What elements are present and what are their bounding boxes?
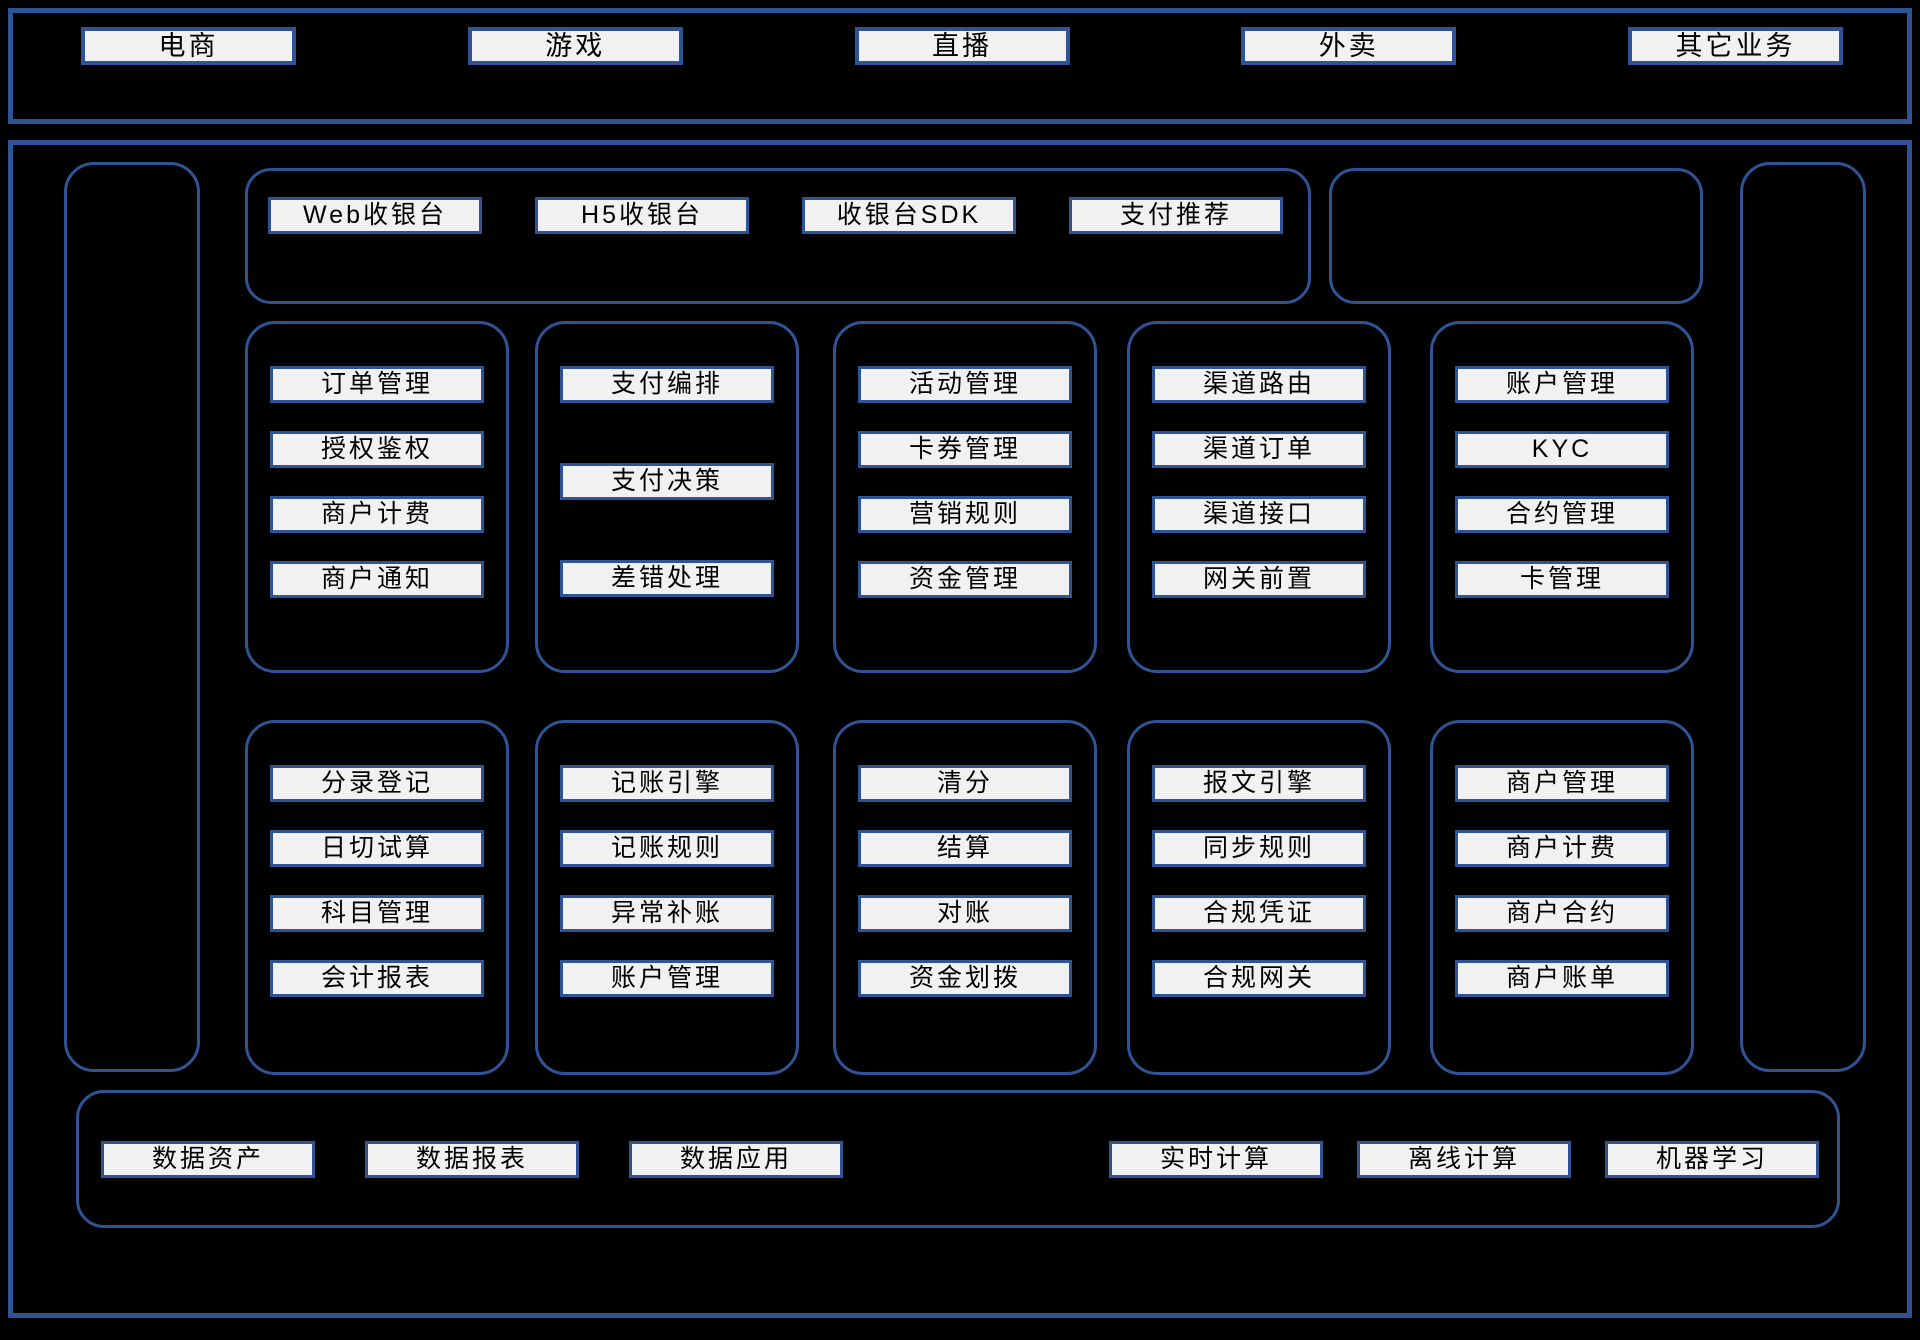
module-chip-fund-management: 资金管理 (858, 561, 1072, 598)
module-chip-reconciliation: 对账 (858, 895, 1072, 932)
module-chip-order-management: 订单管理 (270, 366, 484, 403)
module-chip-card-management: 卡管理 (1455, 561, 1669, 598)
module-chip-day-cut-trial: 日切试算 (270, 830, 484, 867)
module-chip-bookkeeping-engine: 记账引擎 (560, 765, 774, 802)
module-chip-message-engine: 报文引擎 (1152, 765, 1366, 802)
module-chip-merchant-bill: 商户账单 (1455, 960, 1669, 997)
data-chip-realtime-compute: 实时计算 (1109, 1140, 1323, 1178)
module-chip-channel-order: 渠道订单 (1152, 431, 1366, 468)
module-chip-merchant-management: 商户管理 (1455, 765, 1669, 802)
business-chip-other: 其它业务 (1628, 27, 1843, 65)
panel-marketing: 活动管理 卡券管理 营销规则 资金管理 (833, 321, 1097, 673)
module-chip-error-handling: 差错处理 (560, 560, 774, 597)
panel-channel: 渠道路由 渠道订单 渠道接口 网关前置 (1127, 321, 1391, 673)
module-chip-accounting-report: 会计报表 (270, 960, 484, 997)
module-chip-coupon-management: 卡券管理 (858, 431, 1072, 468)
panel-empty-top-right (1329, 168, 1703, 304)
module-chip-account-management: 账户管理 (1455, 366, 1669, 403)
module-chip-sync-rules: 同步规则 (1152, 830, 1366, 867)
module-chip-entry-registration: 分录登记 (270, 765, 484, 802)
module-chip-fund-transfer: 资金划拨 (858, 960, 1072, 997)
module-chip-clearing: 清分 (858, 765, 1072, 802)
module-chip-marketing-rules: 营销规则 (858, 496, 1072, 533)
module-chip-channel-routing: 渠道路由 (1152, 366, 1366, 403)
panel-clearing-settlement: 清分 结算 对账 资金划拨 (833, 720, 1097, 1075)
module-chip-auth: 授权鉴权 (270, 431, 484, 468)
data-chip-data-assets: 数据资产 (101, 1140, 315, 1178)
data-platform-right-group: 实时计算 离线计算 机器学习 (1109, 1140, 1819, 1178)
module-chip-merchant-notify: 商户通知 (270, 561, 484, 598)
panel-accounting: 分录登记 日切试算 科目管理 会计报表 (245, 720, 509, 1075)
panel-data-platform: 数据资产 数据报表 数据应用 实时计算 离线计算 机器学习 (76, 1090, 1840, 1228)
platform-frame: Web收银台 H5收银台 收银台SDK 支付推荐 订单管理 授权鉴权 商户计费 … (8, 140, 1912, 1318)
business-chip-ecommerce: 电商 (81, 27, 296, 65)
business-chip-gaming: 游戏 (467, 27, 683, 65)
panel-account-kyc: 账户管理 KYC 合约管理 卡管理 (1430, 321, 1694, 673)
cashier-chip-h5: H5收银台 (535, 197, 749, 234)
panel-merchant: 商户管理 商户计费 商户合约 商户账单 (1430, 720, 1694, 1075)
data-chip-machine-learning: 机器学习 (1605, 1140, 1819, 1178)
module-chip-channel-interface: 渠道接口 (1152, 496, 1366, 533)
cashier-chip-recommend: 支付推荐 (1069, 197, 1283, 234)
module-chip-subject-management: 科目管理 (270, 895, 484, 932)
module-chip-bookkeeping-rules: 记账规则 (560, 830, 774, 867)
cashier-chip-web: Web收银台 (268, 197, 482, 234)
data-platform-left-group: 数据资产 数据报表 数据应用 (101, 1140, 843, 1178)
module-chip-account-management-2: 账户管理 (560, 960, 774, 997)
panel-payment-orchestration: 支付编排 支付决策 差错处理 (535, 321, 799, 673)
module-chip-compliance-gateway: 合规网关 (1152, 960, 1366, 997)
data-chip-data-reports: 数据报表 (365, 1140, 579, 1178)
module-chip-settlement: 结算 (858, 830, 1072, 867)
panel-side-right (1740, 162, 1866, 1072)
module-chip-merchant-contract: 商户合约 (1455, 895, 1669, 932)
panel-side-left (64, 162, 200, 1072)
module-chip-merchant-billing-2: 商户计费 (1455, 830, 1669, 867)
panel-cashier: Web收银台 H5收银台 收银台SDK 支付推荐 (245, 168, 1311, 304)
module-chip-gateway-front: 网关前置 (1152, 561, 1366, 598)
module-chip-exception-adjustment: 异常补账 (560, 895, 774, 932)
module-chip-kyc: KYC (1455, 431, 1669, 468)
data-chip-data-apps: 数据应用 (629, 1140, 843, 1178)
panel-payment-core: 订单管理 授权鉴权 商户计费 商户通知 (245, 321, 509, 673)
module-chip-payment-decision: 支付决策 (560, 463, 774, 500)
module-chip-campaign-management: 活动管理 (858, 366, 1072, 403)
module-chip-merchant-billing: 商户计费 (270, 496, 484, 533)
cashier-chip-sdk: 收银台SDK (802, 197, 1016, 234)
panel-ledger-engine: 记账引擎 记账规则 异常补账 账户管理 (535, 720, 799, 1075)
module-chip-contract-management: 合约管理 (1455, 496, 1669, 533)
module-chip-compliance-voucher: 合规凭证 (1152, 895, 1366, 932)
data-chip-offline-compute: 离线计算 (1357, 1140, 1571, 1178)
business-chip-food-delivery: 外卖 (1241, 27, 1457, 65)
business-layer-frame: 电商 游戏 直播 外卖 其它业务 (8, 8, 1912, 124)
panel-compliance: 报文引擎 同步规则 合规凭证 合规网关 (1127, 720, 1391, 1075)
module-chip-payment-orchestration: 支付编排 (560, 366, 774, 403)
business-chip-livestream: 直播 (854, 27, 1070, 65)
